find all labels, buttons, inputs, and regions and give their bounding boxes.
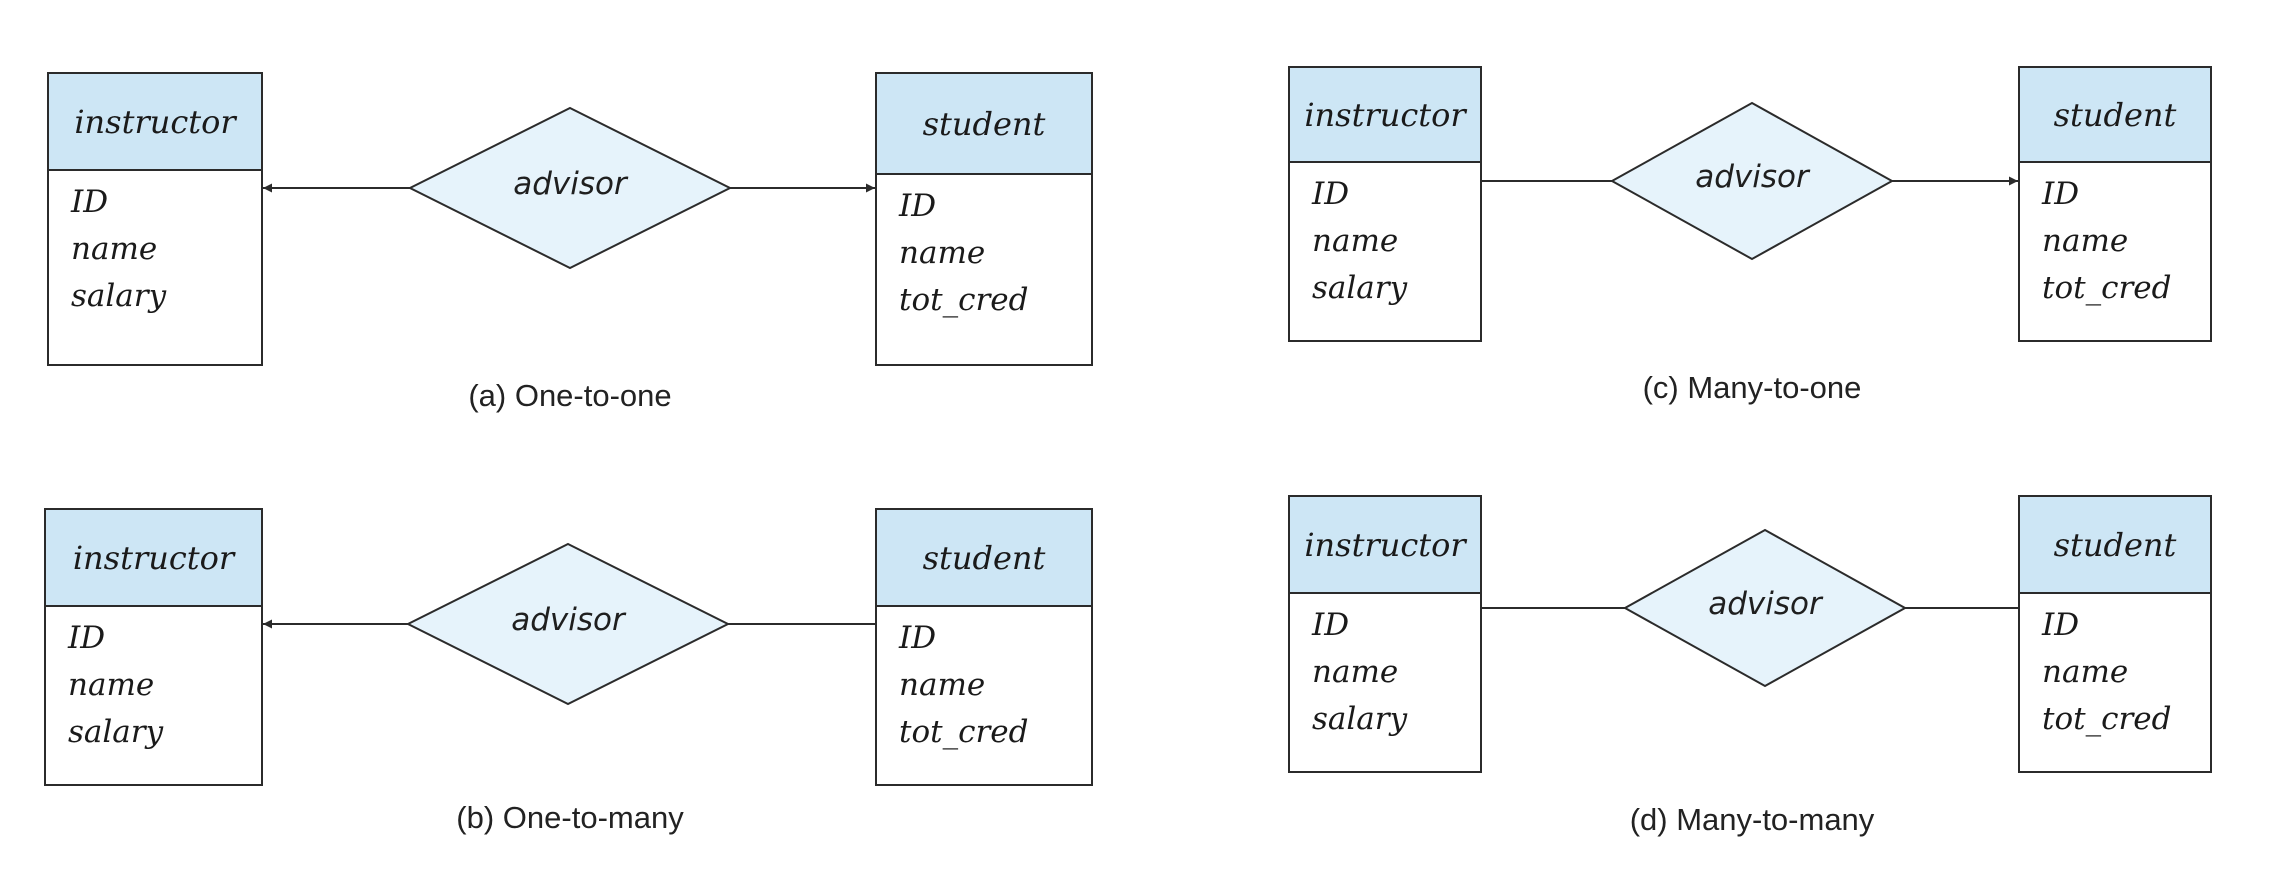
entity-attribute: ID: [2042, 607, 2080, 643]
relationship-label: advisor: [513, 166, 627, 202]
entity-attribute: name: [1312, 223, 1399, 259]
relationship-diamond: [407, 106, 733, 270]
entity-name: instructor: [1290, 68, 1480, 163]
entity-attribute: ID: [899, 620, 937, 656]
entity-attributes: ID name salary: [49, 171, 261, 320]
entity-attribute: tot_cred: [2042, 270, 2172, 306]
relationship-label: advisor: [1695, 159, 1809, 195]
entity-attribute: tot_cred: [899, 282, 1029, 318]
entity-name: instructor: [1290, 497, 1480, 594]
relationship-diamond: [1622, 528, 1908, 688]
entity-attribute: salary: [68, 714, 164, 750]
entity-attributes: ID name tot_cred: [877, 607, 1091, 756]
entity-attribute: salary: [1312, 270, 1408, 306]
diagram-caption: (c) Many-to-one: [1642, 370, 1862, 405]
entity-attributes: ID name salary: [46, 607, 261, 756]
relationship-diamond: [405, 542, 731, 706]
relationship-diamond: [1609, 101, 1895, 261]
relationship-label: advisor: [1708, 586, 1822, 622]
entity-attribute: salary: [1312, 701, 1408, 737]
entity-attribute: ID: [68, 620, 106, 656]
diagram-caption: (b) One-to-many: [456, 800, 684, 835]
entity-attributes: ID name tot_cred: [2020, 594, 2210, 743]
entity-attribute: name: [1312, 654, 1399, 690]
entity-name: instructor: [49, 74, 261, 171]
entity-attribute: name: [899, 667, 986, 703]
entity-attribute: name: [899, 235, 986, 271]
relationship-label: advisor: [511, 602, 625, 638]
entity-attribute: ID: [2042, 176, 2080, 212]
entity-attribute: ID: [1312, 176, 1350, 212]
entity-attribute: ID: [71, 184, 109, 220]
entity-attribute: ID: [1312, 607, 1350, 643]
entity-attribute: tot_cred: [2042, 701, 2172, 737]
entity-name: student: [877, 74, 1091, 175]
entity-attribute: ID: [899, 188, 937, 224]
entity-attribute: name: [68, 667, 155, 703]
entity-name: student: [2020, 497, 2210, 594]
entity-attributes: ID name tot_cred: [877, 175, 1091, 324]
entity-attributes: ID name salary: [1290, 594, 1480, 743]
entity-attribute: name: [2042, 654, 2129, 690]
diagram-caption: (d) Many-to-many: [1629, 802, 1875, 837]
entity-attribute: name: [71, 231, 158, 267]
entity-attributes: ID name salary: [1290, 163, 1480, 312]
entity-name: student: [877, 510, 1091, 607]
entity-attribute: tot_cred: [899, 714, 1029, 750]
entity-attributes: ID name tot_cred: [2020, 163, 2210, 312]
entity-attribute: salary: [71, 278, 167, 314]
entity-attribute: name: [2042, 223, 2129, 259]
entity-name: student: [2020, 68, 2210, 163]
entity-name: instructor: [46, 510, 261, 607]
diagram-caption: (a) One-to-one: [468, 378, 672, 413]
